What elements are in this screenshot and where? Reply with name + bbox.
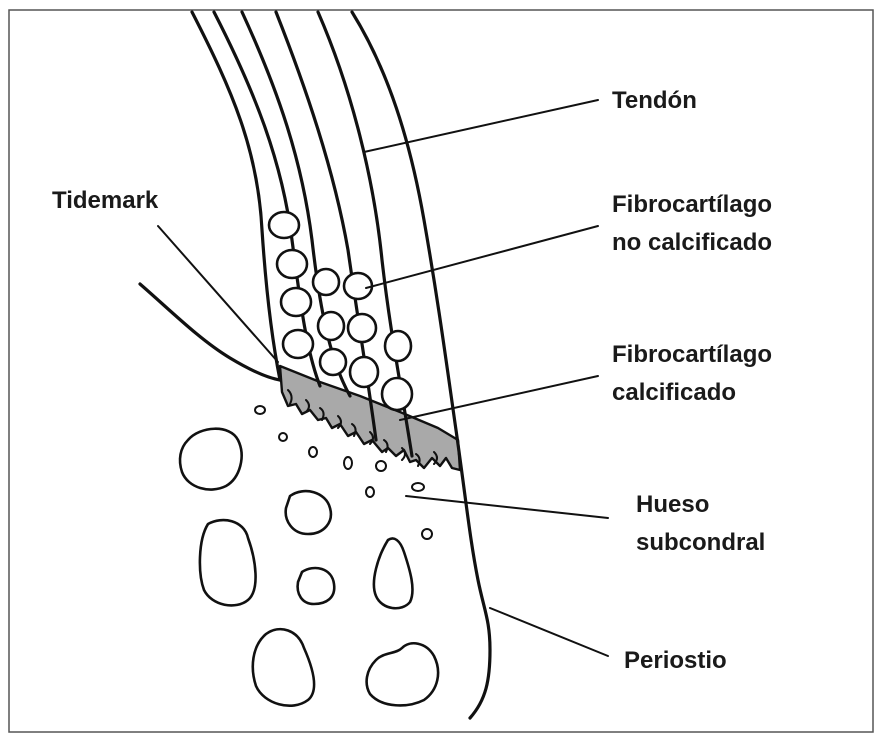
lacuna [376,461,386,471]
chondrocyte [269,212,299,238]
bone-cavity [298,568,335,604]
chondrocyte [350,357,378,387]
leader-hueso [406,496,608,518]
chondrocyte [283,330,313,358]
chondrocyte [281,288,311,316]
label-fibro-no-calc-line2: no calcificado [612,229,772,256]
chondrocyte [313,269,339,295]
lacuna [309,447,317,457]
figure-frame [9,10,873,732]
label-fibro-no-calc-line1: Fibrocartílago [612,191,772,218]
leader-fibro-no-calc [366,226,598,288]
leader-periostio [490,608,608,656]
leader-tendon [364,100,598,152]
chondrocyte [318,312,344,340]
label-tendon: Tendón [612,87,697,114]
bone-surface-left [140,284,280,380]
chondrocyte [348,314,376,342]
bone-cavities [180,429,438,706]
label-periostio: Periostio [624,647,727,674]
chondrocyte [385,331,411,361]
label-hueso-line2: subcondral [636,529,765,556]
lacuna [279,433,287,441]
chondrocyte [382,378,412,410]
leader-tidemark [158,226,278,362]
lacuna [366,487,374,497]
bone-cavity [286,491,331,534]
lacuna [344,457,352,469]
bone-cavity [374,539,413,609]
leader-fibro-calc [400,376,598,420]
lacuna [422,529,432,539]
bone-cavity [367,643,438,705]
bone-cavity [253,629,314,706]
bone-cavity [200,520,256,605]
chondrocyte [277,250,307,278]
chondrocyte [320,349,346,375]
label-fibro-calc-line1: Fibrocartílago [612,341,772,368]
label-hueso-line1: Hueso [636,491,709,518]
label-tidemark: Tidemark [52,187,159,214]
lacuna [412,483,424,491]
lacuna [255,406,265,414]
bone-cavity [180,429,242,490]
label-fibro-calc-line2: calcificado [612,379,736,406]
chondrocyte [344,273,372,299]
